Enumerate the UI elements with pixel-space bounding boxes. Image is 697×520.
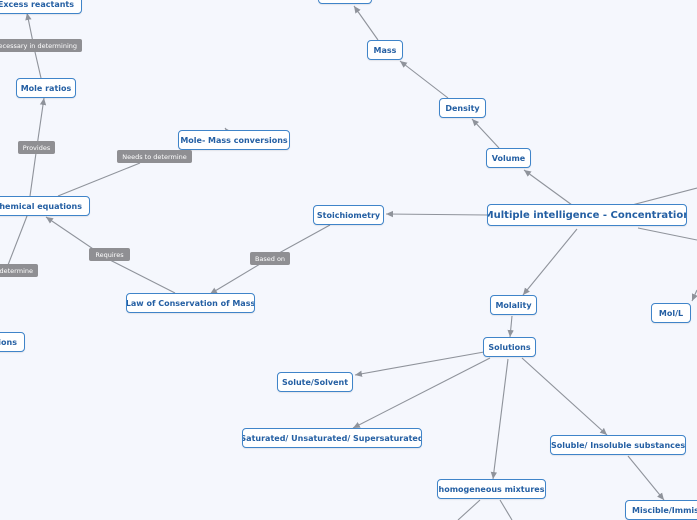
mole-ratios-node[interactable]: Mole ratios xyxy=(16,78,76,98)
volume-node[interactable]: Volume xyxy=(486,148,531,168)
solutions-node[interactable]: Solutions xyxy=(483,337,536,357)
link-root-right xyxy=(631,187,697,206)
link-root-right2 xyxy=(637,227,697,241)
law-of-conservation-node[interactable]: Law of Conservation of Mass xyxy=(126,293,255,313)
limiting-excess-reactants-node[interactable]: g/Excess reactants xyxy=(0,0,82,14)
link-label-provides: Provides xyxy=(18,141,55,154)
density-node[interactable]: Density xyxy=(439,98,486,118)
link-label-necessary: ecessary in determining xyxy=(0,39,82,52)
soluble-insoluble-node[interactable]: Soluble/ Insoluble substances xyxy=(550,435,686,455)
link-chem-needs xyxy=(57,162,141,197)
solute-solvent-node[interactable]: Solute/Solvent xyxy=(277,372,353,392)
miscible-immiscible-node[interactable]: Miscible/Immisc xyxy=(625,500,697,520)
link-density-mass xyxy=(399,60,449,99)
chemical-equations-node[interactable]: e Chemical equations xyxy=(0,196,90,216)
link-sol-soluble xyxy=(521,357,608,436)
link-mol-up xyxy=(691,289,697,302)
molality-node[interactable]: Molality xyxy=(490,295,537,315)
link-volume-density xyxy=(471,118,500,149)
link-root-stoich xyxy=(385,210,488,218)
link-mass-top xyxy=(353,5,379,41)
link-sol-saturated xyxy=(352,357,491,429)
link-label-requires: Requires xyxy=(89,248,130,261)
mass-node[interactable]: Mass xyxy=(367,40,403,60)
link-homog-a xyxy=(457,499,481,520)
link-chem-determine xyxy=(7,215,28,266)
root-topic-node[interactable]: Multiple intelligence - Concentration xyxy=(487,204,687,226)
solutions-left-node[interactable]: ions xyxy=(0,332,25,352)
stoichiometry-node[interactable]: Stoichiometry xyxy=(313,205,384,225)
link-label-based-on: Based on xyxy=(250,252,290,265)
link-sol-homog xyxy=(490,358,509,480)
link-root-molality xyxy=(522,228,578,296)
mol-per-liter-node[interactable]: Mol/L xyxy=(651,303,691,323)
link-homog-b xyxy=(499,499,513,520)
homogeneous-mixtures-node[interactable]: homogeneous mixtures xyxy=(437,479,546,499)
top-clipped-node[interactable] xyxy=(318,0,372,4)
mole-mass-conversions-node[interactable]: Mole- Mass conversions xyxy=(178,130,290,150)
link-necessary-limiting xyxy=(25,12,42,79)
saturated-unsaturated-node[interactable]: Saturated/ Unsaturated/ Supersaturated xyxy=(242,428,422,448)
link-label-determine: determine xyxy=(0,264,38,277)
link-root-volume xyxy=(523,169,573,206)
link-molality-solutions xyxy=(507,315,514,338)
link-label-needs: Needs to determine xyxy=(117,150,192,163)
link-sol-solute xyxy=(354,351,485,377)
link-soluble-miscible xyxy=(627,455,665,501)
